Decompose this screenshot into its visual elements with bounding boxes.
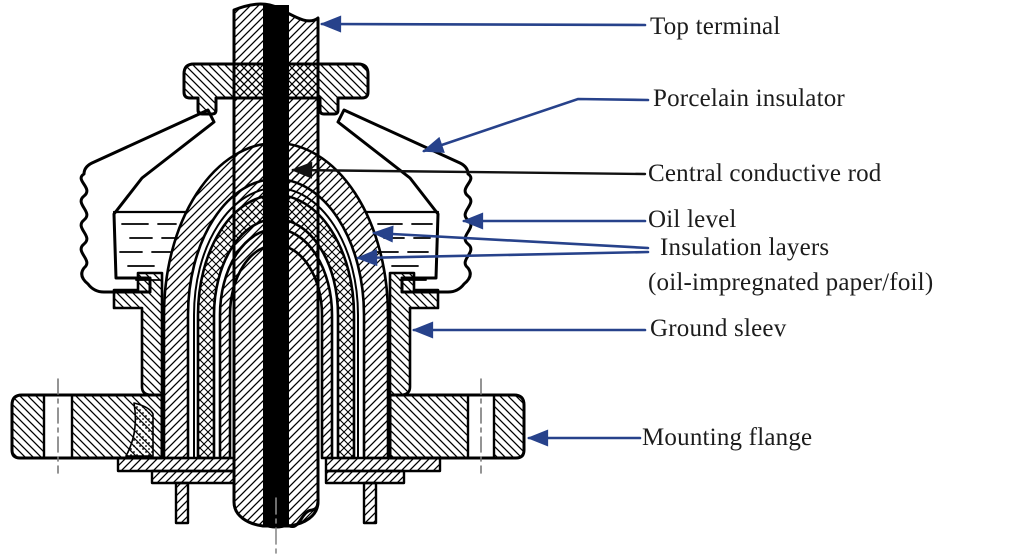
bolt-centerlines <box>57 378 482 474</box>
leader-central-conductive-rod <box>290 161 647 179</box>
leader-lines <box>290 15 650 447</box>
porcelain-left <box>79 108 216 294</box>
leader-insulation-layer-2 <box>355 249 650 267</box>
label-porcelain-insulator: Porcelain insulator <box>653 85 845 112</box>
label-oil-level: Oil level <box>648 206 737 233</box>
label-insulation-layers: Insulation layers <box>660 234 830 261</box>
lower-tubes <box>174 481 378 525</box>
porcelain-right <box>336 108 473 294</box>
lower-steps <box>116 456 442 485</box>
label-ground-sleeve: Ground sleev <box>650 315 787 342</box>
insulation-layer-outer <box>162 141 390 460</box>
conductive-rod-core <box>263 5 289 529</box>
label-top-terminal: Top terminal <box>650 13 781 40</box>
label-mounting-flange: Mounting flange <box>642 424 813 451</box>
ground-sleeve-left <box>112 271 164 397</box>
label-central-conductive-rod: Central conductive rod <box>648 160 882 187</box>
leader-porcelain-insulator <box>421 97 650 153</box>
gasket-stipple <box>125 402 154 457</box>
break-line <box>284 495 320 528</box>
label-insulation-layers-sub: (oil-impregnated paper/foil) <box>648 269 934 296</box>
leader-insulation-layer-1 <box>371 225 650 250</box>
mounting-flange-right <box>388 393 526 460</box>
oil-marks <box>112 210 440 281</box>
leader-top-terminal <box>319 15 647 33</box>
ground-sleeve-right <box>388 271 440 397</box>
